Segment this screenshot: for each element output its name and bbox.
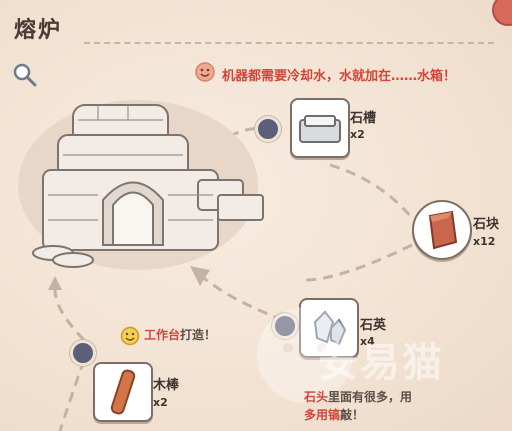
workbench-tip: 工作台打造！ bbox=[144, 328, 217, 342]
stone-trough-qty: x2 bbox=[350, 128, 365, 141]
recipe-node bbox=[255, 116, 281, 142]
title-divider bbox=[84, 42, 494, 44]
quartz-qty: x4 bbox=[360, 335, 375, 348]
page-title: 熔炉 bbox=[14, 18, 63, 43]
search-icon[interactable] bbox=[12, 62, 38, 88]
wood-stick-item[interactable] bbox=[93, 362, 153, 422]
recipe-node bbox=[272, 313, 298, 339]
watermark-text: 安易猫 bbox=[318, 340, 444, 386]
stone-tip: 石头里面有很多，用 多用镐敲！ bbox=[304, 390, 413, 422]
wood-stick-qty: x2 bbox=[153, 396, 168, 409]
hint-text: 机器都需要冷却水，水就加在……水箱！ bbox=[222, 68, 457, 84]
stone-trough-name: 石槽 bbox=[350, 111, 377, 126]
hint-banner: 机器都需要冷却水，水就加在……水箱！ bbox=[194, 61, 457, 87]
smiley-icon bbox=[194, 61, 216, 87]
quartz-item[interactable] bbox=[299, 298, 359, 358]
stone-block-name: 石块 bbox=[473, 217, 500, 232]
stone-block-qty: x12 bbox=[473, 235, 496, 248]
quartz-name: 石英 bbox=[360, 318, 387, 333]
stone-trough-item[interactable] bbox=[290, 98, 350, 158]
smiley-icon bbox=[120, 326, 140, 350]
close-button[interactable] bbox=[492, 0, 512, 26]
wood-stick-name: 木棒 bbox=[153, 378, 180, 393]
watermark-logo bbox=[257, 307, 353, 403]
recipe-node bbox=[70, 340, 96, 366]
furnace-illustration bbox=[18, 100, 264, 270]
stone-block-item[interactable] bbox=[412, 200, 472, 260]
